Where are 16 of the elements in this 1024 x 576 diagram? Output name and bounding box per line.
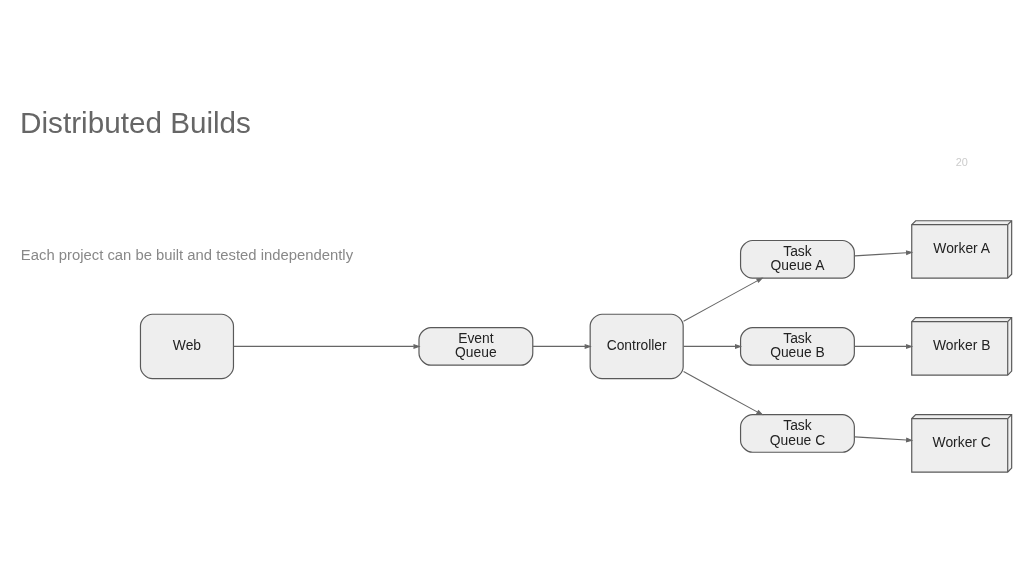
arrow [854, 249, 914, 256]
node-box: Task Queue A [739, 239, 855, 279]
arrow [683, 343, 743, 349]
arrow [532, 343, 592, 349]
label: Each project can be built and tested independently [20, 246, 354, 263]
arrow [854, 435, 914, 442]
arrow [233, 343, 421, 349]
arrow [854, 343, 914, 349]
arrow [683, 370, 764, 415]
diagram-title: Distributed Builds [20, 105, 251, 139]
arrow [683, 276, 764, 322]
node-box: Web [139, 313, 235, 379]
node-box: Task Queue B [739, 326, 855, 366]
node-box: Controller [589, 313, 684, 379]
node-box: Task Queue C [739, 413, 855, 453]
node-box: Event Queue [418, 326, 534, 366]
